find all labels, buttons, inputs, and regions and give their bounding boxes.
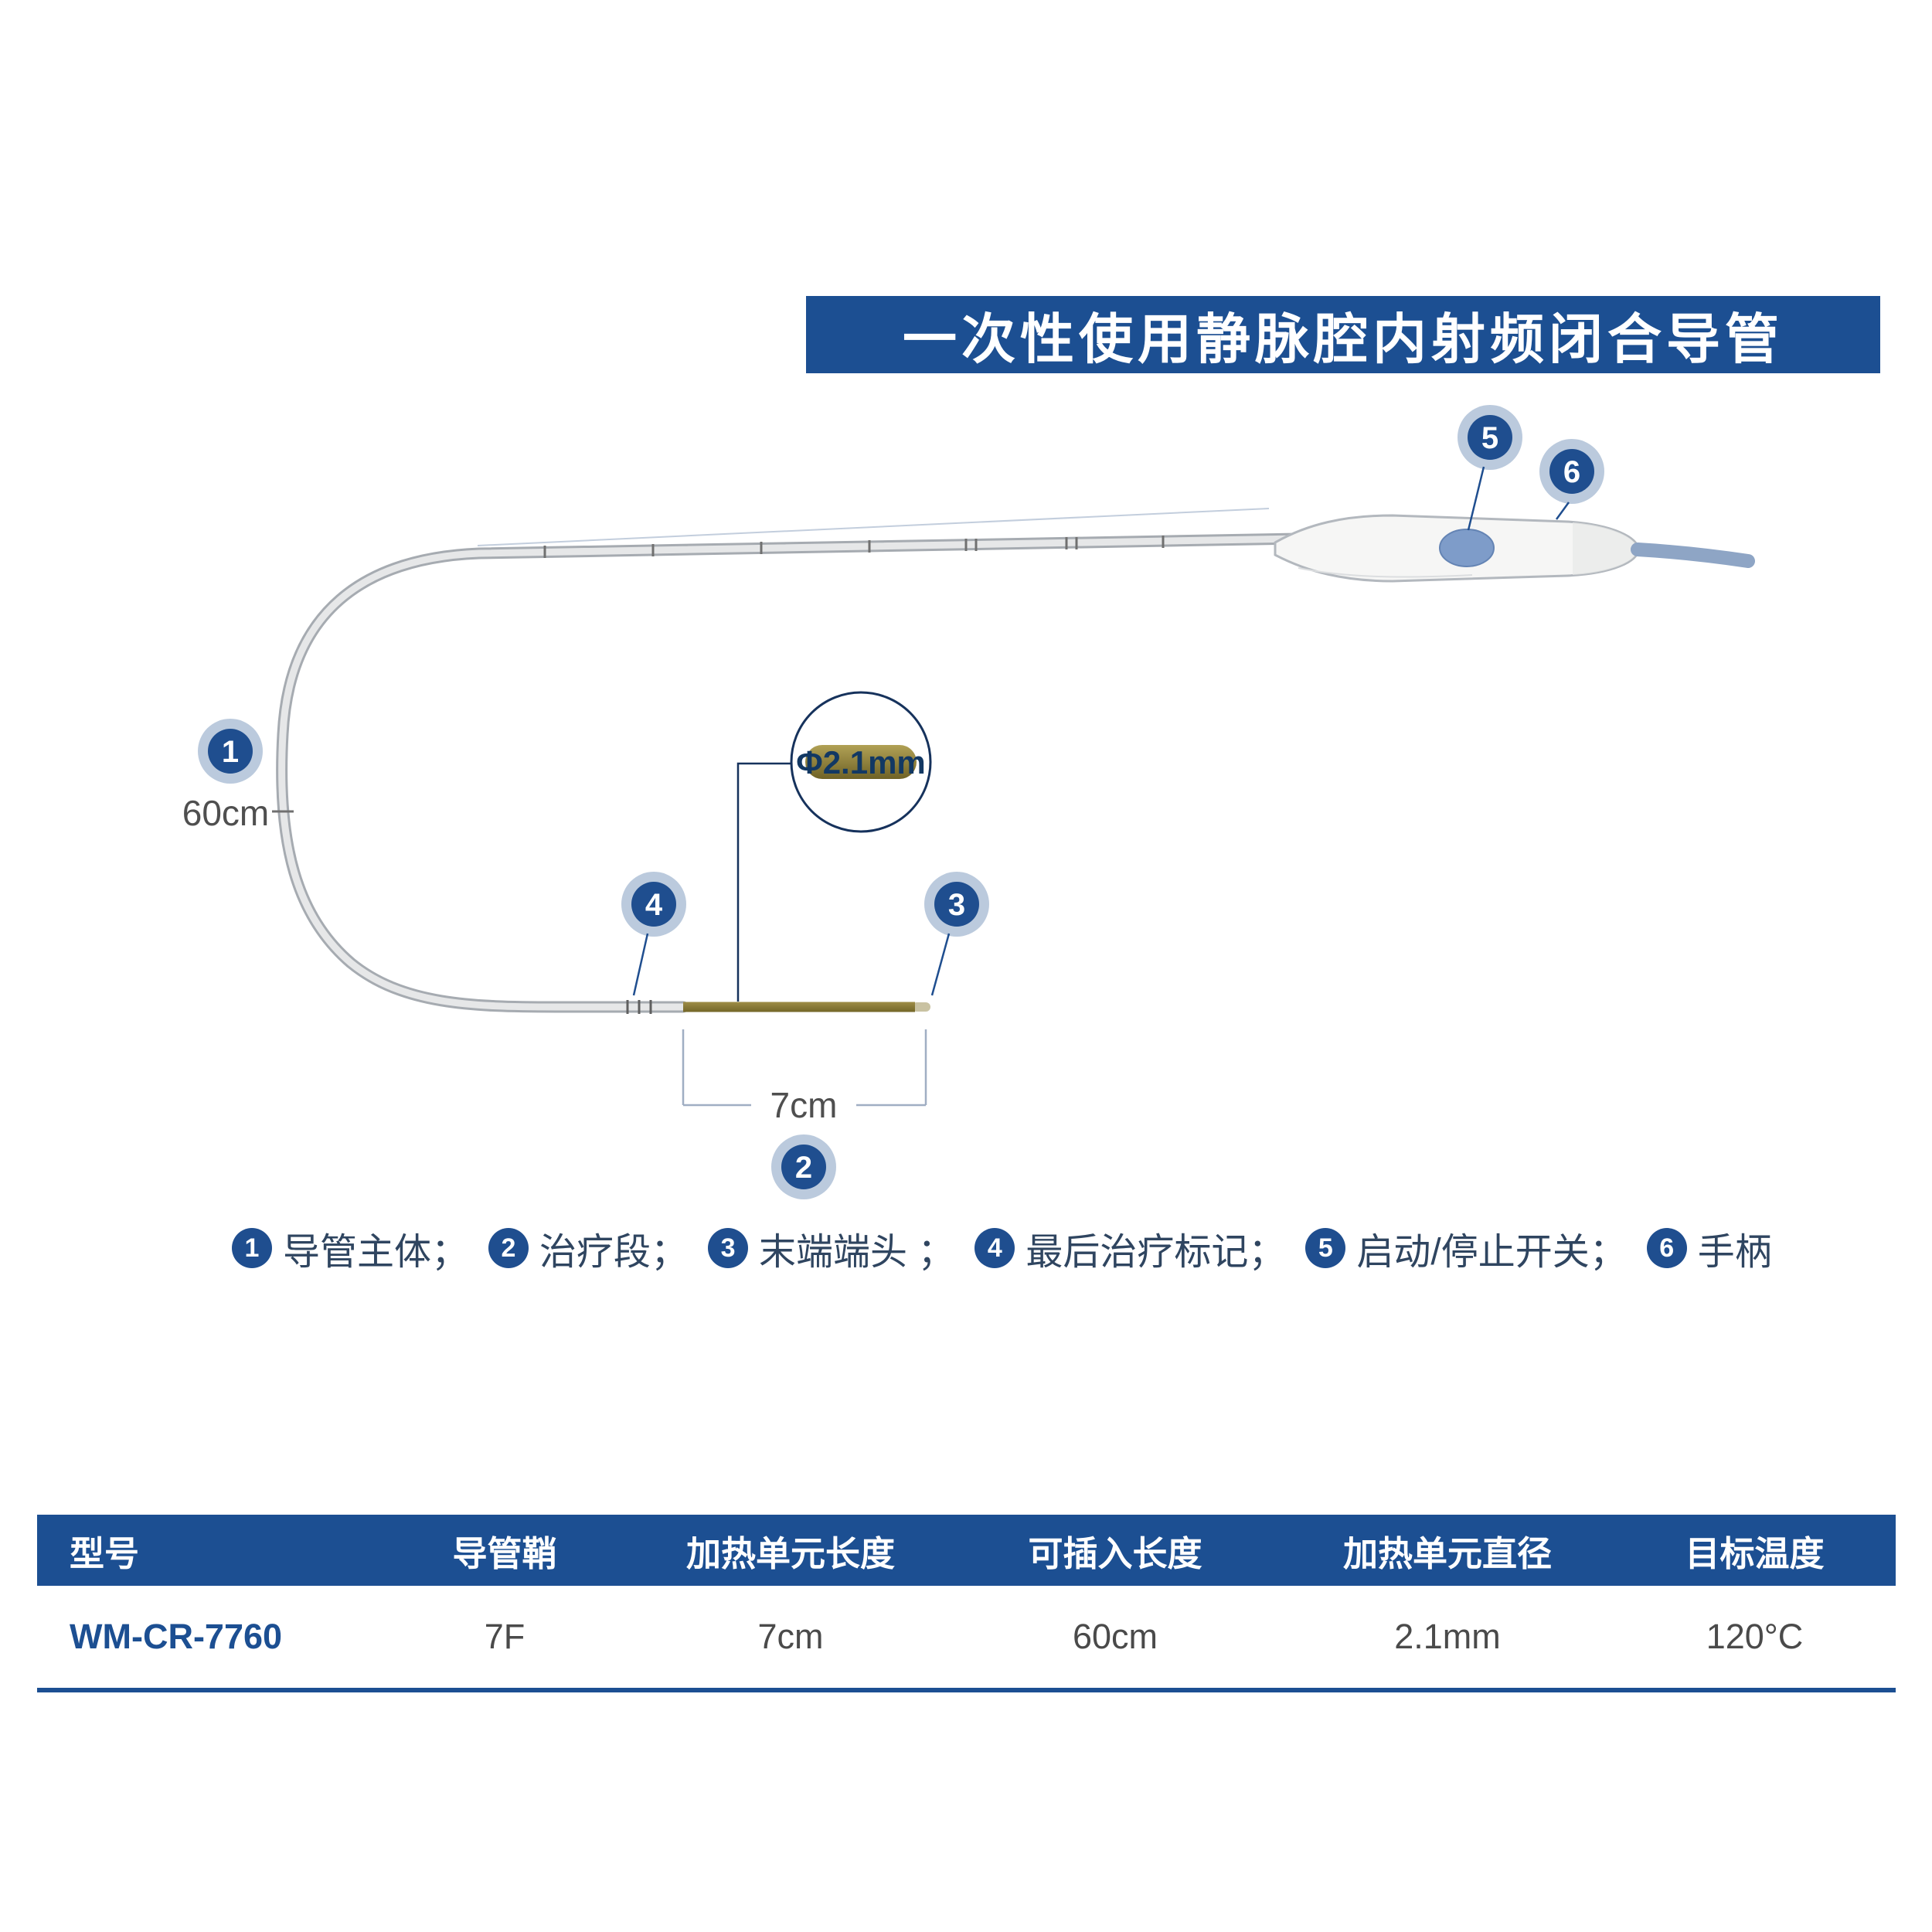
badge-2-number: 2 [795, 1151, 812, 1185]
badge-leader-lines [632, 466, 1570, 996]
header-insertable-length: 可插入长度 [1028, 1533, 1202, 1573]
catheter-tube-outline [276, 532, 1304, 1013]
start-stop-button-icon [1439, 529, 1495, 567]
shaft-dimension-line [477, 508, 1270, 546]
legend-badge-3: 3 [708, 1228, 749, 1268]
legend: 1 导管主体； 2 治疗段； 3 末端端头 ； 4 最后治疗标记； 5 启动/停… [232, 1221, 1772, 1275]
table-row: WM-CR-7760 7F 7cm 60cm 2.1mm 120°C [37, 1586, 1896, 1692]
legend-item-handle: 6 手柄 [1646, 1221, 1772, 1275]
spec-table: 型号 导管鞘 加热单元长度 可插入长度 加热单元直径 目标温度 WM-CR-77… [37, 1515, 1896, 1692]
magnifier-leader-line [736, 762, 791, 1002]
legend-badge-6: 6 [1646, 1228, 1687, 1268]
insertable-length-label: 60cm [182, 793, 269, 833]
heating-length-bracket [682, 1029, 927, 1107]
legend-badge-4: 4 [975, 1228, 1015, 1268]
header-heating-unit-diameter: 加热单元直径 [1342, 1533, 1552, 1573]
badge-3: 3 [924, 872, 989, 937]
badge-4: 4 [621, 872, 686, 937]
catheter-diagram: Φ2.1mm 60cm 7cm 1 2 [182, 405, 1755, 1199]
header-target-temperature: 目标温度 [1685, 1533, 1825, 1573]
legend-item-catheter-body: 1 导管主体； [232, 1221, 468, 1275]
title-banner: 一次性使用静脉腔内射频闭合导管 [806, 296, 1880, 373]
legend-item-distal-tip: 3 末端端头 ； [708, 1221, 954, 1275]
last-treatment-marks [626, 1000, 652, 1014]
header-model: 型号 [70, 1533, 140, 1573]
legend-item-last-treatment-mark: 4 最后治疗标记； [975, 1221, 1285, 1275]
legend-label-5: 启动/停止开关； [1356, 1232, 1627, 1273]
header-sheath: 导管鞘 [452, 1533, 557, 1573]
shaft-depth-marks [272, 536, 1165, 813]
handle-cable [1631, 543, 1755, 568]
cell-insertable-length: 60cm [1072, 1617, 1158, 1656]
legend-item-start-stop-switch: 5 启动/停止开关； [1305, 1221, 1627, 1275]
cell-target-temperature: 120°C [1706, 1617, 1804, 1656]
badge-4-number: 4 [645, 888, 663, 922]
cell-heating-unit-length: 7cm [757, 1617, 824, 1656]
badge-5-number: 5 [1481, 421, 1498, 455]
diameter-label: Φ2.1mm [796, 744, 926, 781]
legend-label-3: 末端端头 ； [759, 1232, 955, 1273]
legend-badge-2: 2 [488, 1228, 529, 1268]
handle-nose [1573, 522, 1638, 575]
spec-table-header-row: 型号 导管鞘 加热单元长度 可插入长度 加热单元直径 目标温度 [37, 1515, 1896, 1586]
catheter-tube [278, 535, 1302, 1011]
badge-6-number: 6 [1563, 455, 1580, 489]
legend-label-1: 导管主体； [283, 1232, 469, 1273]
cell-sheath: 7F [484, 1617, 526, 1656]
badge-1: 1 [198, 719, 263, 784]
legend-label-6: 手柄 [1697, 1232, 1772, 1273]
magnified-heating-bar [805, 745, 917, 779]
page-title: 一次性使用静脉腔内射频闭合导管 [903, 308, 1784, 369]
legend-item-treatment-segment: 2 治疗段； [488, 1221, 688, 1275]
legend-label-2: 治疗段； [539, 1232, 689, 1273]
cell-heating-unit-diameter: 2.1mm [1394, 1617, 1501, 1656]
badge-2: 2 [771, 1134, 836, 1199]
badge-5: 5 [1458, 405, 1522, 470]
badge-1-number: 1 [222, 735, 239, 769]
legend-badge-5: 5 [1305, 1228, 1346, 1268]
cell-model: WM-CR-7760 [70, 1617, 283, 1656]
header-heating-unit-length: 加热单元长度 [685, 1533, 895, 1573]
legend-label-4: 最后治疗标记； [1026, 1232, 1286, 1273]
handle-shadow [1298, 567, 1473, 578]
badge-3-number: 3 [948, 888, 965, 922]
heating-length-label: 7cm [770, 1085, 838, 1125]
badge-6: 6 [1539, 439, 1604, 504]
legend-badge-1: 1 [232, 1228, 272, 1268]
